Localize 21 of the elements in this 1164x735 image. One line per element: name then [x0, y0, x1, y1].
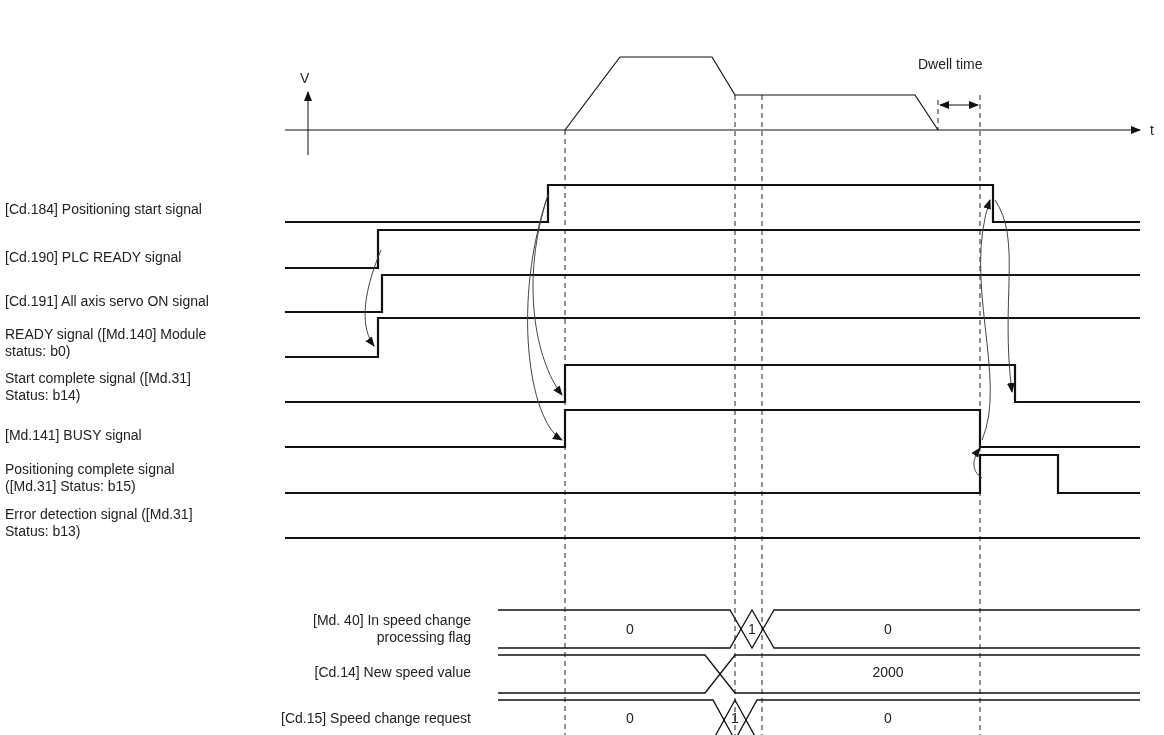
signal-label: Positioning complete signal ([Md.31] Status: b15) [5, 461, 176, 495]
signal-label: READY signal ([Md.140] Module status: b0) [5, 326, 208, 360]
signal-label: [Cd.191] All axis servo ON signal [5, 293, 209, 310]
axis-label: t [1150, 122, 1154, 139]
bus-value: 1 [731, 710, 739, 727]
signal-label: [Md. 40] In speed change processing flag [312, 612, 471, 646]
signal-label: [Cd.184] Positioning start signal [5, 201, 202, 218]
dimension-label: Dwell time [918, 56, 983, 73]
signal-label: Start complete signal ([Md.31] Status: b14) [5, 370, 192, 404]
signal-label: [Md.141] BUSY signal [5, 427, 142, 444]
bus-value: 1 [748, 621, 756, 638]
signal-label: [Cd.14] New speed value [313, 664, 471, 681]
bus-value: 0 [626, 621, 634, 638]
bus-value: 0 [884, 621, 892, 638]
signal-label: Error detection signal ([Md.31] Status: b13) [5, 506, 194, 540]
signal-label: [Cd.190] PLC READY signal [5, 249, 182, 266]
signal-label: [Cd.15] Speed change request [280, 710, 471, 727]
bus-value: 0 [884, 710, 892, 727]
bus-value: 2000 [872, 664, 904, 681]
bus-value: 0 [626, 710, 634, 727]
axis-label: V [300, 70, 310, 87]
